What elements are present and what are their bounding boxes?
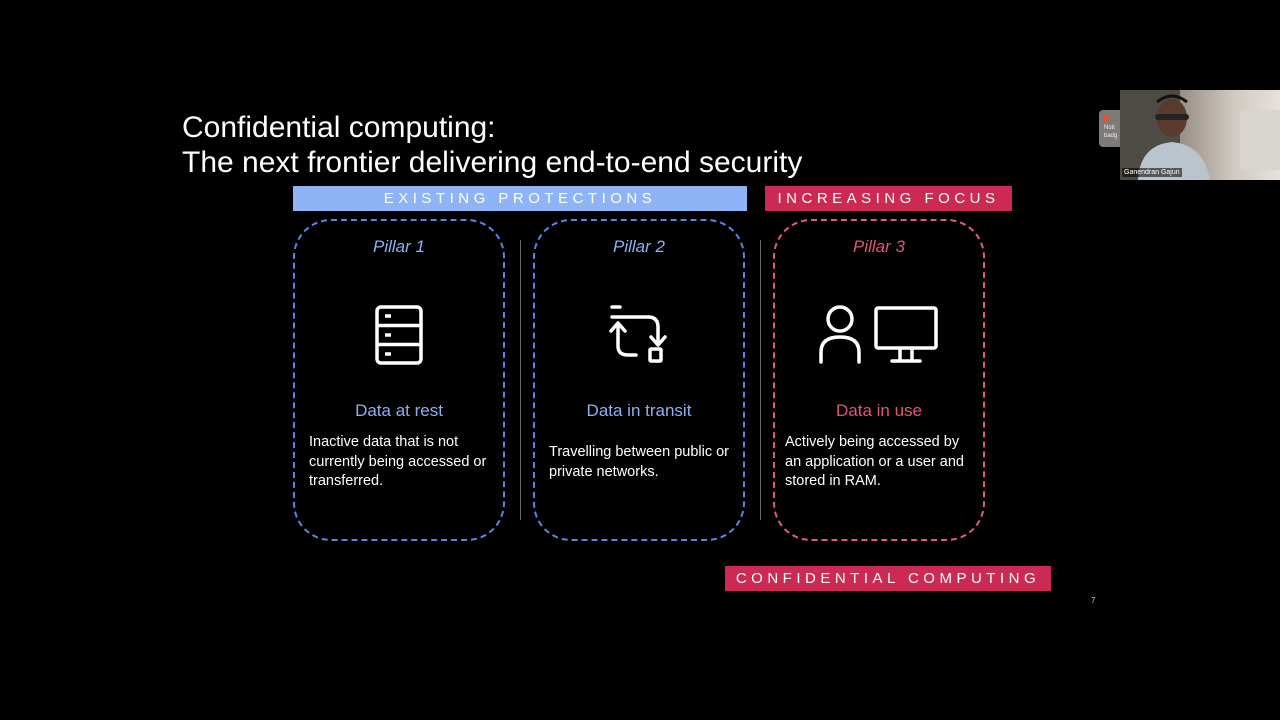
pillar-card-1: Pillar 1 Data at rest Inactive data that… bbox=[293, 219, 505, 541]
participant-video-tile[interactable]: Ganendran Gajun bbox=[1120, 90, 1280, 180]
title-line-1: Confidential computing: bbox=[182, 111, 496, 144]
pillar-heading: Data at rest bbox=[355, 401, 443, 420]
pillar-card-2: Pillar 2 Data in transit Travelling betw… bbox=[533, 219, 745, 541]
participant-name: Ganendran Gajun bbox=[1122, 168, 1182, 177]
banner-existing-protections: EXISTING PROTECTIONS bbox=[293, 186, 747, 211]
title-line-2: The next frontier delivering end-to-end … bbox=[182, 146, 803, 179]
slide-title: Confidential computing: The next frontie… bbox=[182, 110, 802, 180]
notification-dot-icon bbox=[1103, 115, 1110, 122]
pillar-description: Actively being accessed by an applicatio… bbox=[785, 434, 964, 489]
pillar-description: Travelling between public or private net… bbox=[549, 444, 730, 480]
pillar-description: Inactive data that is not currently bein… bbox=[309, 434, 487, 489]
server-icon bbox=[295, 303, 503, 367]
banner-increasing-focus: INCREASING FOCUS bbox=[765, 186, 1012, 211]
divider bbox=[760, 240, 761, 520]
pillar-label: Pillar 3 bbox=[853, 237, 905, 256]
slide-number: 7 bbox=[1091, 596, 1096, 605]
pillar-label: Pillar 1 bbox=[373, 237, 425, 256]
participant-avatar bbox=[1120, 90, 1280, 180]
notification-badge[interactable]: Noti badg bbox=[1099, 110, 1121, 147]
pillar-heading: Data in use bbox=[836, 401, 922, 420]
divider bbox=[520, 240, 521, 520]
banner-confidential-computing: CONFIDENTIAL COMPUTING bbox=[725, 566, 1051, 591]
pillar-card-3: Pillar 3 Data in use Actively being acce… bbox=[773, 219, 985, 541]
pillar-heading: Data in transit bbox=[586, 401, 692, 420]
notification-text: Noti badg bbox=[1104, 125, 1118, 139]
pillar-label: Pillar 2 bbox=[613, 237, 665, 256]
user-monitor-icon bbox=[775, 303, 983, 367]
transfer-icon bbox=[535, 303, 743, 367]
